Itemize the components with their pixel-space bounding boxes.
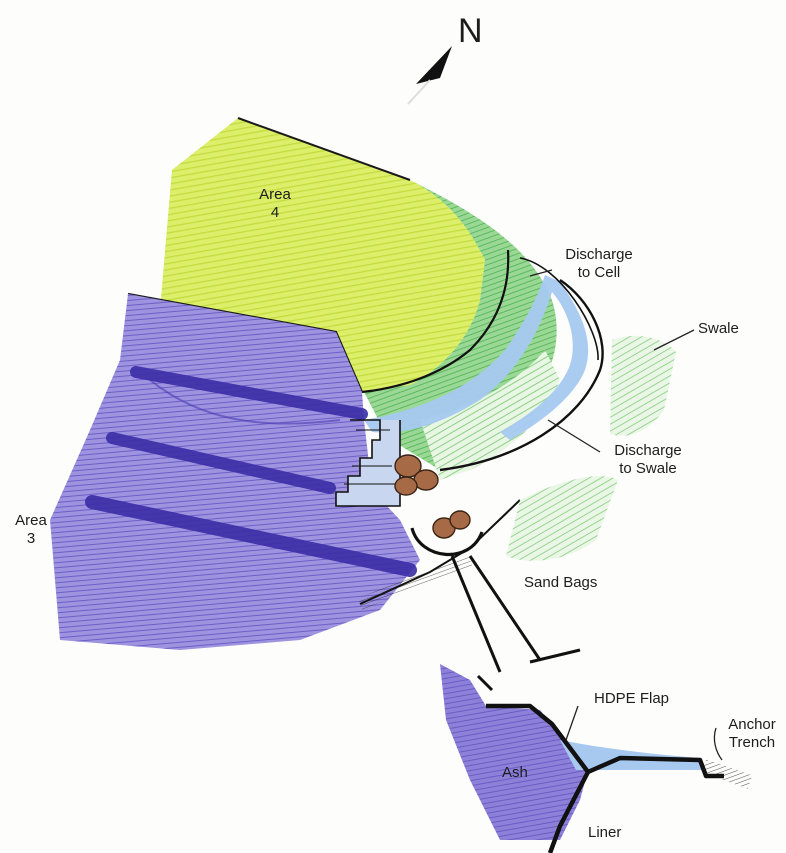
area-4-label-line2: 4 [250, 204, 300, 222]
liner-label: Liner [588, 824, 621, 842]
anchor-trench-line2: Trench [718, 734, 786, 752]
hdpe-flap-label: HDPE Flap [594, 690, 669, 708]
north-arrow-icon [408, 46, 452, 104]
area-3-label-line1: Area [6, 512, 56, 530]
ash-label: Ash [502, 764, 528, 782]
sand-bags-label: Sand Bags [524, 574, 597, 592]
area-4-label-line1: Area [250, 186, 300, 204]
area-3-label-line2: 3 [6, 530, 56, 548]
north-label: N [458, 14, 483, 48]
anchor-trench-label: Anchor Trench [718, 716, 786, 752]
anchor-trench-line1: Anchor [718, 716, 786, 734]
discharge-to-swale-label: Discharge to Swale [600, 442, 696, 478]
swale-label: Swale [698, 320, 739, 338]
discharge-to-swale-line2: to Swale [600, 460, 696, 478]
discharge-to-swale-line1: Discharge [600, 442, 696, 460]
discharge-to-cell-line1: Discharge [554, 246, 644, 264]
area-3-label: Area 3 [6, 512, 56, 548]
discharge-to-cell-line2: to Cell [554, 264, 644, 282]
area-4-label: Area 4 [250, 186, 300, 222]
discharge-to-cell-label: Discharge to Cell [554, 246, 644, 282]
